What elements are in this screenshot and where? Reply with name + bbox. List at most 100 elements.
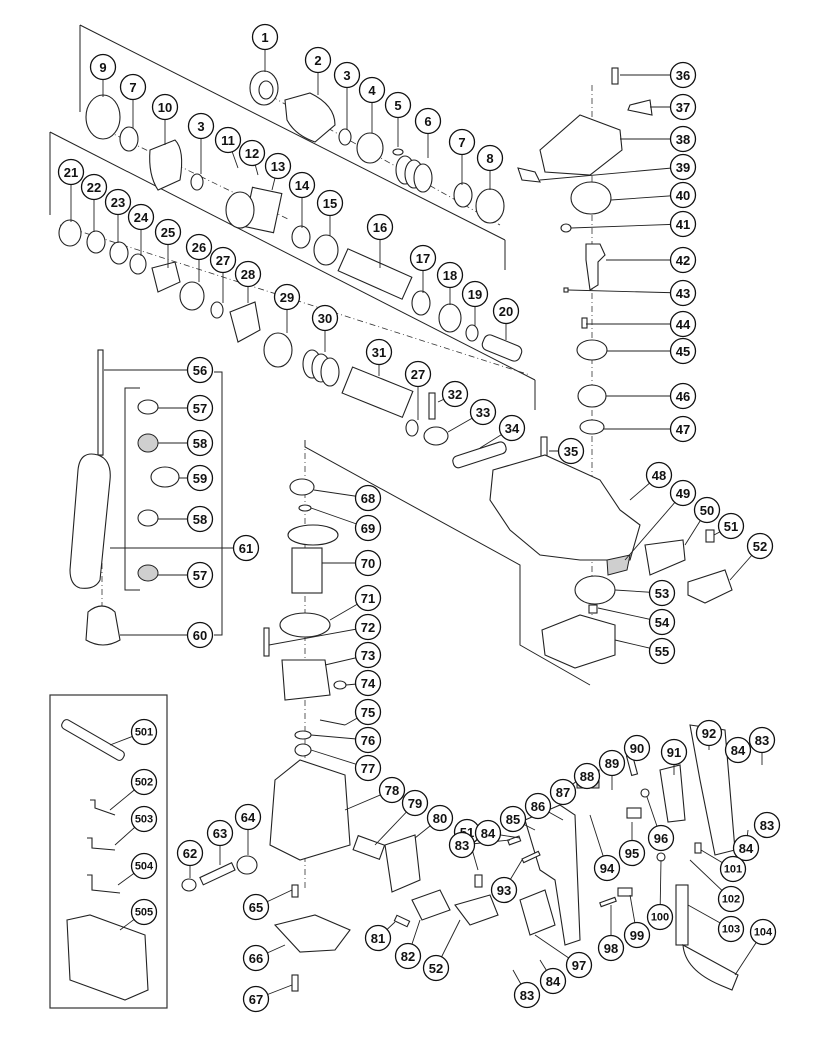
callout-number: 44 <box>676 317 691 332</box>
callout-31: 31 <box>365 338 393 366</box>
callout-circle <box>186 464 214 492</box>
callout-number: 4 <box>368 83 376 98</box>
callout-circle <box>549 778 577 806</box>
part-25-retainer <box>151 261 181 293</box>
callout-number: 100 <box>651 912 669 924</box>
callout-circle <box>669 479 697 507</box>
part-30-spring <box>302 349 340 387</box>
callout-51a: 51 <box>717 512 745 540</box>
callout-circle <box>647 824 675 852</box>
callout-98: 98 <box>597 934 625 962</box>
callout-11: 11 <box>214 126 242 154</box>
callout-58b: 58 <box>186 505 214 533</box>
callout-number: 87 <box>556 785 570 800</box>
callout-20: 20 <box>492 297 520 325</box>
callout-30: 30 <box>311 304 339 332</box>
callout-circle <box>354 584 382 612</box>
part-32-pin <box>428 392 436 420</box>
callout-circle <box>732 834 760 862</box>
part-97-handle-cover <box>519 889 556 936</box>
callout-95: 95 <box>618 839 646 867</box>
callout-circle <box>354 726 382 754</box>
callout-number: 101 <box>724 864 742 876</box>
callout-circle <box>448 831 476 859</box>
callout-501: 501 <box>130 718 158 746</box>
callout-number: 102 <box>722 894 740 906</box>
callout-59: 59 <box>186 464 214 492</box>
part-3-ring <box>338 128 352 146</box>
callout-number: 79 <box>408 796 422 811</box>
part-6-spring <box>395 155 433 193</box>
callout-number: 67 <box>249 992 263 1007</box>
callout-number: 81 <box>371 931 385 946</box>
callout-13: 13 <box>264 152 292 180</box>
callout-number: 11 <box>221 133 235 148</box>
callout-28: 28 <box>234 260 262 288</box>
callout-number: 84 <box>739 841 754 856</box>
callout-circle <box>234 803 262 831</box>
callout-81: 81 <box>364 924 392 952</box>
callout-number: 6 <box>424 114 431 129</box>
callout-8: 8 <box>476 144 504 172</box>
part-81-screw <box>393 914 411 928</box>
callout-26: 26 <box>185 233 213 261</box>
callout-62: 62 <box>176 839 204 867</box>
part-78-housing <box>269 759 351 861</box>
callout-circle <box>441 380 469 408</box>
part-70-armature-gear <box>287 524 339 546</box>
callout-circle <box>426 804 454 832</box>
part-100-nut <box>656 852 666 862</box>
callout-94: 94 <box>593 854 621 882</box>
callout-circle <box>214 126 242 154</box>
callout-number: 66 <box>249 951 263 966</box>
callout-circle <box>130 768 158 796</box>
callout-circle <box>669 382 697 410</box>
callout-number: 80 <box>433 811 447 826</box>
callout-33: 33 <box>469 398 497 426</box>
part-18-ring <box>438 303 462 333</box>
part-79-holder <box>352 834 386 861</box>
callout-number: 52 <box>753 539 767 554</box>
callout-circle <box>660 738 688 766</box>
part-70-armature <box>291 547 323 594</box>
part-43-pin <box>563 287 569 293</box>
callout-circle <box>186 429 214 457</box>
part-36-screw <box>611 67 619 85</box>
callout-circle <box>498 414 526 442</box>
callout-number: 38 <box>676 132 690 147</box>
callout-circle <box>404 360 432 388</box>
part-33-joint <box>423 426 449 446</box>
part-28-holder <box>229 301 261 343</box>
callout-number: 19 <box>468 287 482 302</box>
callout-503: 503 <box>130 805 158 833</box>
part-96-bushing <box>640 788 650 798</box>
callout-93: 93 <box>490 876 518 904</box>
part-38-cover <box>539 114 623 176</box>
callout-circle <box>186 394 214 422</box>
part-23-washer <box>109 241 129 265</box>
callout-number: 82 <box>401 949 415 964</box>
callout-48: 48 <box>645 461 673 489</box>
callout-22: 22 <box>80 173 108 201</box>
callout-circle <box>749 918 777 946</box>
callout-number: 84 <box>546 974 561 989</box>
part-47-seal <box>579 419 605 435</box>
part-501-drift <box>61 719 125 761</box>
part-57b-cap <box>137 564 159 582</box>
cap-axis <box>94 124 291 221</box>
callout-number: 502 <box>135 777 153 789</box>
part-42-shaft <box>585 243 606 291</box>
part-85-handle <box>524 804 581 946</box>
part-3b-ring <box>190 173 204 191</box>
callout-92: 92 <box>695 719 723 747</box>
callout-circle <box>492 297 520 325</box>
callout-37: 37 <box>669 93 697 121</box>
part-14-ring <box>291 225 311 249</box>
part-101-tube <box>694 842 702 854</box>
part-15-ring <box>313 234 339 266</box>
callout-3a: 3 <box>333 61 361 89</box>
callout-6: 6 <box>414 107 442 135</box>
part-41-ring <box>560 223 572 233</box>
callout-39: 39 <box>669 153 697 181</box>
callout-96: 96 <box>647 824 675 852</box>
